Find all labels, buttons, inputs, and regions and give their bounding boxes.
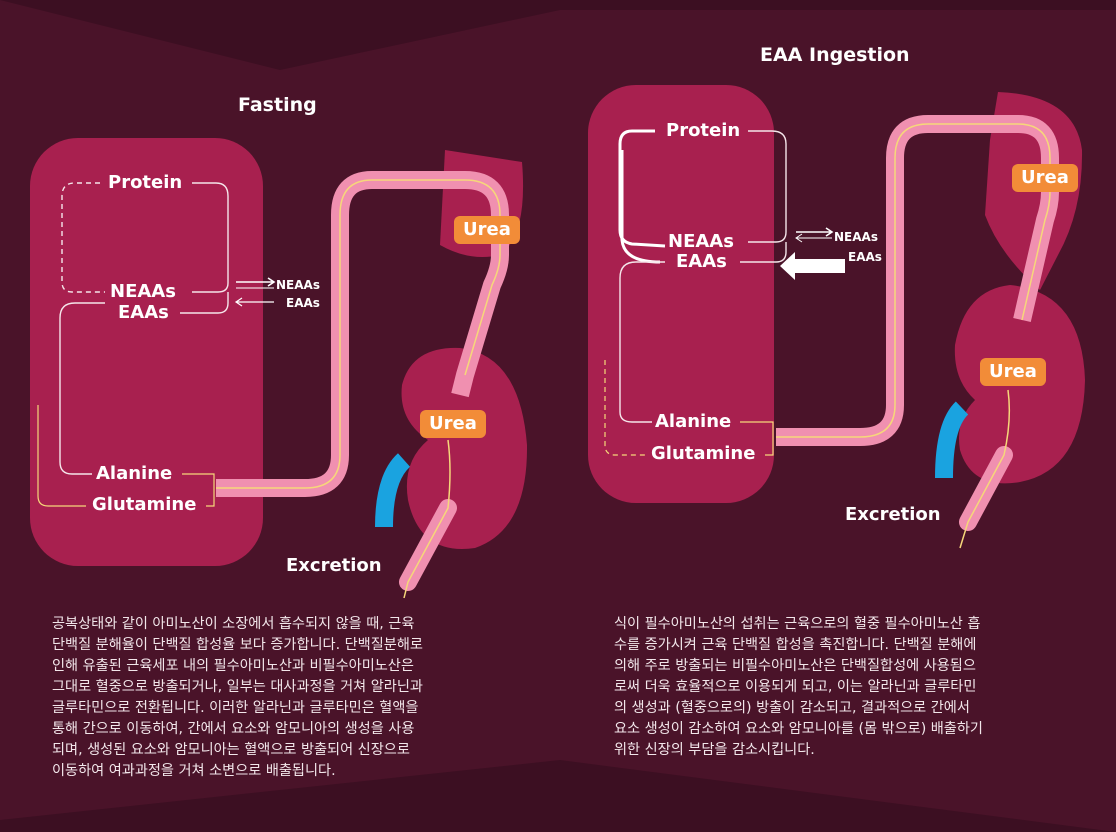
kidney-shape-left bbox=[401, 347, 528, 549]
urine-line-left bbox=[403, 439, 451, 599]
protein-loop-solid-right bbox=[618, 129, 666, 248]
eaas-return-left bbox=[180, 292, 229, 314]
label-glutamine-left: Glutamine bbox=[92, 494, 197, 515]
glutamine-link-left bbox=[37, 405, 86, 507]
label-neaas-small-right: NEAAs bbox=[834, 230, 878, 244]
muscle-block-left bbox=[30, 138, 263, 566]
caption-right: 식이 필수아미노산의 섭취는 근육으로의 혈중 필수아미노산 흡 수를 증가시켜… bbox=[614, 614, 1084, 761]
alanine-glutamine-bracket-right bbox=[740, 421, 774, 456]
panel-title-eaa-ingestion: EAA Ingestion bbox=[760, 44, 910, 66]
caption-right-line: 요소 생성이 감소하여 요소와 암모니아를 (몸 밖으로) 배출하기 bbox=[614, 721, 983, 737]
label-eaas-small-right: EAAs bbox=[848, 250, 882, 264]
eaas-big-arrow-right bbox=[780, 252, 845, 280]
protein-loop-dashed-left bbox=[61, 182, 105, 293]
label-eaas-small-left: EAAs bbox=[286, 296, 320, 310]
label-glutamine-right: Glutamine bbox=[651, 443, 756, 464]
eaas-arrow-left bbox=[234, 297, 274, 307]
caption-left-line: 글루타민으로 전환됩니다. 이러한 알라닌과 글루타민은 혈액을 bbox=[52, 700, 419, 716]
glutamine-link-right bbox=[604, 360, 645, 456]
muscle-block-right bbox=[588, 85, 774, 503]
background-fold-bottom bbox=[0, 760, 1116, 832]
caption-left-line: 통해 간으로 이동하여, 간에서 요소와 암모니아의 생성을 사용 bbox=[52, 721, 415, 737]
protein-to-neaas-left bbox=[192, 182, 229, 293]
neaas-arrow-right bbox=[796, 227, 834, 237]
urea-badge-kidney-left: Urea bbox=[420, 410, 486, 438]
neaas-arrow-back-right bbox=[795, 233, 832, 243]
caption-left-line: 되며, 생성된 요소와 암모니아는 혈액으로 방출되어 신장으로 bbox=[52, 742, 410, 758]
protein-to-neaas-right bbox=[748, 130, 787, 243]
urea-badge-liver-left: Urea bbox=[454, 216, 520, 244]
background-fold-top bbox=[0, 0, 1116, 70]
label-excretion-right: Excretion bbox=[845, 504, 941, 525]
caption-right-line: 식이 필수아미노산의 섭취는 근육으로의 혈중 필수아미노산 흡 bbox=[614, 616, 981, 632]
urine-line-right bbox=[959, 389, 1011, 549]
urea-badge-liver-right: Urea bbox=[1012, 164, 1078, 192]
label-neaas-left: NEAAs bbox=[110, 281, 176, 302]
neaas-arrow-left bbox=[236, 277, 276, 287]
label-alanine-left: Alanine bbox=[96, 463, 173, 484]
blood-vessel-line-right bbox=[776, 123, 1051, 438]
caption-left-line: 공복상태와 같이 아미노산이 소장에서 흡수되지 않을 때, 근육 bbox=[52, 616, 415, 632]
caption-left-line: 그대로 혈중으로 방출되거나, 일부는 대사과정을 거쳐 알라닌과 bbox=[52, 679, 423, 695]
caption-right-line: 로써 더욱 효율적으로 이용되게 되고, 이는 알라닌과 글루타민 bbox=[614, 679, 977, 695]
caption-right-line: 의해 주로 방출되는 비필수아미노산은 단백질합성에 사용됨으 bbox=[614, 658, 976, 674]
alanine-glutamine-bracket-left bbox=[182, 473, 215, 507]
caption-left: 공복상태와 같이 아미노산이 소장에서 흡수되지 않을 때, 근육 단백질 분해… bbox=[52, 614, 522, 782]
label-eaas-left: EAAs bbox=[118, 302, 169, 323]
blood-vessel-line-left bbox=[216, 179, 501, 489]
caption-left-line: 이동하여 여과과정을 거쳐 소변으로 배출됩니다. bbox=[52, 763, 336, 779]
neaas-to-alanine-left bbox=[59, 302, 105, 475]
urea-badge-kidney-right: Urea bbox=[980, 358, 1046, 386]
panel-title-fasting: Fasting bbox=[238, 94, 317, 116]
caption-right-line: 의 생성과 (혈중으로의) 방출이 감소되고, 결과적으로 간에서 bbox=[614, 700, 970, 716]
caption-right-line: 위한 신장의 부담을 감소시킵니다. bbox=[614, 742, 815, 758]
ureter-duct-left bbox=[375, 453, 411, 528]
ureter-duct-right bbox=[935, 401, 969, 479]
label-excretion-left: Excretion bbox=[286, 555, 382, 576]
caption-left-line: 단백질 분해율이 단백질 합성율 보다 증가합니다. 단백질분해로 bbox=[52, 637, 423, 653]
label-neaas-right: NEAAs bbox=[668, 231, 734, 252]
label-alanine-right: Alanine bbox=[655, 411, 732, 432]
caption-right-line: 수를 증가시켜 근육 단백질 합성을 촉진합니다. 단백질 분해에 bbox=[614, 637, 977, 653]
label-neaas-small-left: NEAAs bbox=[276, 278, 320, 292]
eaas-return-right bbox=[740, 242, 787, 263]
label-protein-right: Protein bbox=[666, 120, 741, 141]
neaas-to-alanine-right bbox=[619, 261, 665, 423]
label-eaas-right: EAAs bbox=[676, 251, 727, 272]
caption-left-line: 인해 유출된 근육세포 내의 필수아미노산과 비필수아미노산은 bbox=[52, 658, 414, 674]
label-protein-left: Protein bbox=[108, 172, 183, 193]
